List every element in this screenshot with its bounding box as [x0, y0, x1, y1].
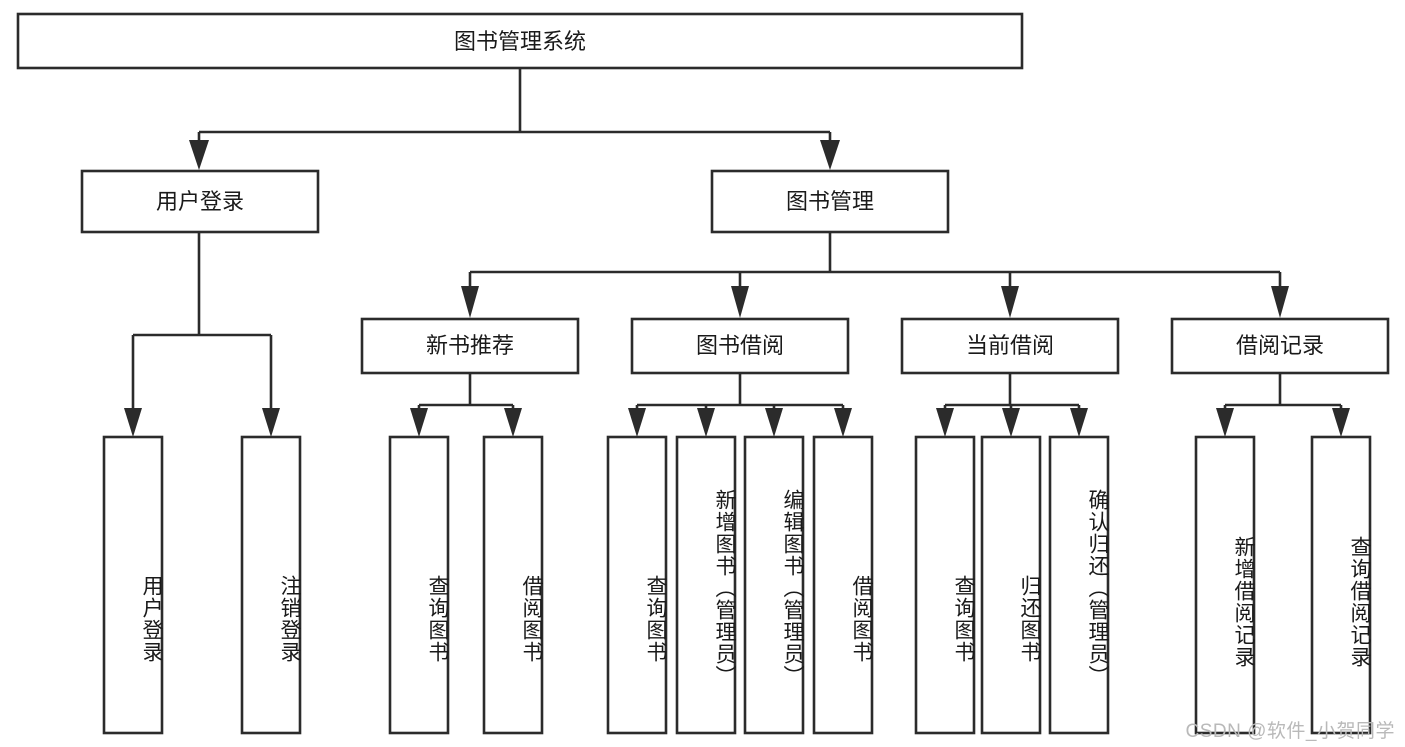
node-root-box[interactable] — [16, 12, 1024, 70]
node-book-borrow[interactable]: 图书借阅 — [630, 317, 850, 375]
arrow-to-user-login — [189, 140, 209, 170]
node-leaf-query-book-1-box[interactable] — [388, 435, 450, 735]
node-leaf-return-book-box[interactable] — [980, 435, 1042, 735]
node-leaf-query-book-2-box[interactable] — [606, 435, 668, 735]
node-book-manage-box[interactable] — [710, 169, 950, 234]
node-borrow-record[interactable]: 借阅记录 — [1170, 317, 1390, 375]
node-leaf-query-record-box[interactable] — [1310, 435, 1372, 735]
node-leaf-add-record-box[interactable] — [1194, 435, 1256, 735]
node-book-borrow-label: 图书借阅 — [696, 333, 784, 358]
node-user-login-box[interactable] — [80, 169, 320, 234]
node-book-borrow-box[interactable] — [630, 317, 850, 375]
node-current-borrow-label: 当前借阅 — [966, 333, 1054, 358]
node-current-borrow-box[interactable] — [900, 317, 1120, 375]
arrow-to-book-borrow — [731, 286, 749, 318]
node-leaf-borrow-book-1-box[interactable] — [482, 435, 544, 735]
node-leaf-edit-book-box[interactable] — [743, 435, 805, 735]
node-book-manage[interactable]: 图书管理 — [710, 169, 950, 234]
node-root-label: 图书管理系统 — [454, 29, 586, 54]
arrow-to-current-borrow — [1001, 286, 1019, 318]
csdn-watermark: CSDN @软件_小贺同学 — [1185, 721, 1395, 742]
arrow-to-new-book-recommend — [461, 286, 479, 318]
arrow-to-book-manage — [820, 140, 840, 170]
node-new-book-recommend-box[interactable] — [360, 317, 580, 375]
arrow-leaf-borrow-book-2 — [834, 408, 852, 437]
node-user-login[interactable]: 用户登录 — [80, 169, 320, 234]
arrow-leaf-user-login — [124, 408, 142, 437]
arrow-leaf-query-book-2 — [628, 408, 646, 437]
arrow-leaf-edit-book — [765, 408, 783, 437]
node-borrow-record-box[interactable] — [1170, 317, 1390, 375]
node-leaf-confirm-return-box[interactable] — [1048, 435, 1110, 735]
node-root[interactable]: 图书管理系统 — [16, 12, 1024, 70]
node-user-login-label: 用户登录 — [156, 189, 244, 214]
node-leaf-logout-login-box[interactable] — [240, 435, 302, 735]
arrow-leaf-query-book-1 — [410, 408, 428, 437]
connector-layer — [124, 68, 1350, 437]
arrow-leaf-borrow-book-1 — [504, 408, 522, 437]
node-borrow-record-label: 借阅记录 — [1236, 333, 1324, 358]
node-new-book-recommend-label: 新书推荐 — [426, 333, 514, 358]
node-leaf-borrow-book-2-box[interactable] — [812, 435, 874, 735]
arrow-leaf-add-book — [697, 408, 715, 437]
arrow-leaf-confirm-return — [1070, 408, 1088, 437]
arrow-leaf-query-book-3 — [936, 408, 954, 437]
arrow-leaf-query-record — [1332, 408, 1350, 437]
node-layer: 图书管理系统 用户登录 图书管理 新书推荐 图书借阅 — [16, 12, 1390, 735]
node-current-borrow[interactable]: 当前借阅 — [900, 317, 1120, 375]
node-leaf-user-login-box[interactable] — [102, 435, 164, 735]
arrow-to-borrow-record — [1271, 286, 1289, 318]
node-book-manage-label: 图书管理 — [786, 189, 874, 214]
arrow-leaf-logout-login — [262, 408, 280, 437]
arrow-leaf-return-book — [1002, 408, 1020, 437]
arrow-leaf-add-record — [1216, 408, 1234, 437]
node-leaf-query-book-3-box[interactable] — [914, 435, 976, 735]
node-leaf-add-book-box[interactable] — [675, 435, 737, 735]
node-new-book-recommend[interactable]: 新书推荐 — [360, 317, 580, 375]
